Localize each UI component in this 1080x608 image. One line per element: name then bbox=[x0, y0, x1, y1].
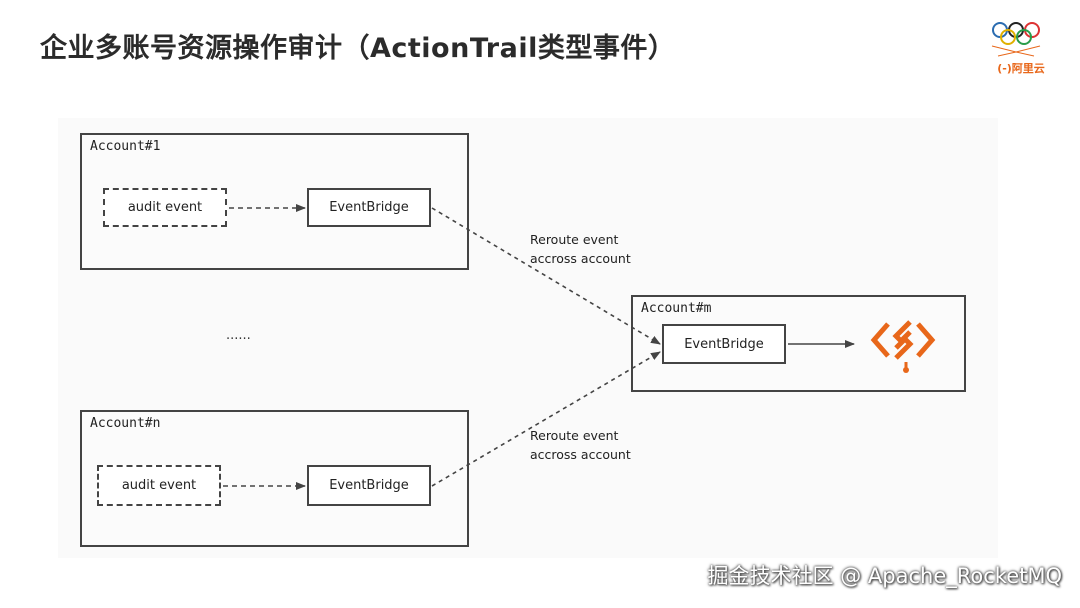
edge-ebn-to-ebm bbox=[431, 351, 661, 487]
edge-label-bottom-line-1: Reroute event bbox=[530, 428, 619, 443]
actiontrail-icon bbox=[870, 320, 936, 373]
account-m-label: Account#m bbox=[641, 301, 712, 316]
brand-logo-text: (-)阿里云 bbox=[997, 62, 1045, 75]
account-1-label: Account#1 bbox=[90, 139, 161, 154]
account-n-audit-event-node: audit event bbox=[97, 465, 221, 506]
more-accounts-ellipsis: ...... bbox=[226, 328, 251, 343]
account-m-eventbridge-node: EventBridge bbox=[662, 324, 786, 364]
edge-label-bottom: Reroute event accross account bbox=[530, 426, 631, 464]
edge-label-top-line-1: Reroute event bbox=[530, 232, 619, 247]
account-n-eventbridge-node: EventBridge bbox=[307, 465, 431, 506]
edge-label-top: Reroute event accross account bbox=[530, 230, 631, 268]
page-title: 企业多账号资源操作审计（ActionTrail类型事件） bbox=[40, 33, 676, 64]
account-1-eventbridge-node: EventBridge bbox=[307, 188, 431, 227]
account-n-label: Account#n bbox=[90, 416, 161, 431]
account-1-audit-event-node: audit event bbox=[103, 188, 227, 227]
edge-eb1-to-ebm bbox=[431, 207, 661, 345]
edge-label-bottom-line-2: accross account bbox=[530, 447, 631, 462]
olympic-rings-icon bbox=[991, 22, 1041, 57]
edge-label-top-line-2: accross account bbox=[530, 251, 631, 266]
watermark-text: 掘金技术社区 @ Apache_RocketMQ bbox=[707, 564, 1062, 588]
